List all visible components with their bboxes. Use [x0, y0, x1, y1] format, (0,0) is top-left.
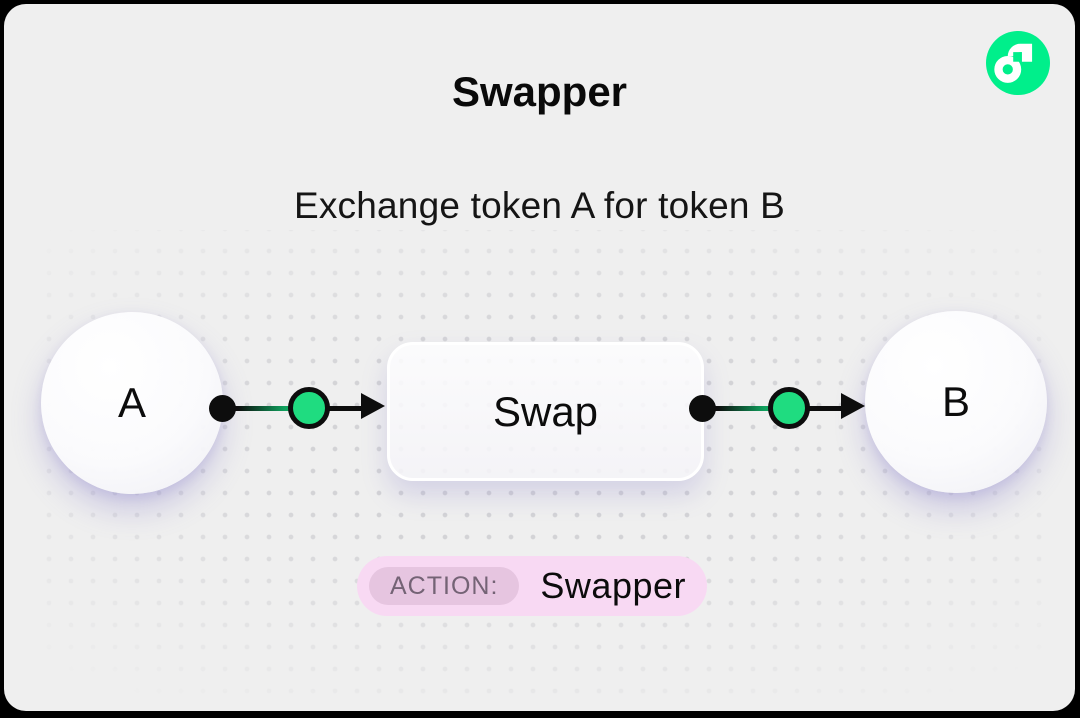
page-subtitle: Exchange token A for token B	[293, 185, 786, 226]
arrowhead-icon	[361, 392, 385, 419]
action-badge-value: Swapper	[540, 565, 686, 606]
node-swap-label: Swap	[492, 387, 599, 435]
node-token-b: B	[865, 311, 1047, 493]
page-title: Swapper	[451, 68, 628, 115]
node-token-a: A	[41, 312, 223, 494]
edge-line-gradient	[222, 405, 310, 411]
edge-swap-to-b	[689, 387, 867, 429]
edge-port-icon	[768, 387, 810, 429]
node-swap: Swap	[387, 342, 704, 481]
edge-line-gradient	[702, 405, 790, 411]
flow-logo-icon	[986, 31, 1050, 95]
arrowhead-icon	[841, 392, 865, 419]
edge-port-icon	[288, 387, 330, 429]
edge-start-dot-icon	[209, 394, 236, 422]
edge-start-dot-icon	[689, 394, 716, 422]
action-badge-label: ACTION:	[369, 567, 520, 605]
node-token-a-label: A	[117, 379, 146, 426]
edge-a-to-swap	[209, 387, 387, 429]
canvas: Swapper Exchange token A for token B A S…	[4, 4, 1075, 711]
action-badge: ACTION: Swapper	[357, 556, 707, 616]
edge-line	[308, 405, 368, 411]
edge-line	[788, 405, 848, 411]
node-token-b-label: B	[941, 378, 970, 425]
